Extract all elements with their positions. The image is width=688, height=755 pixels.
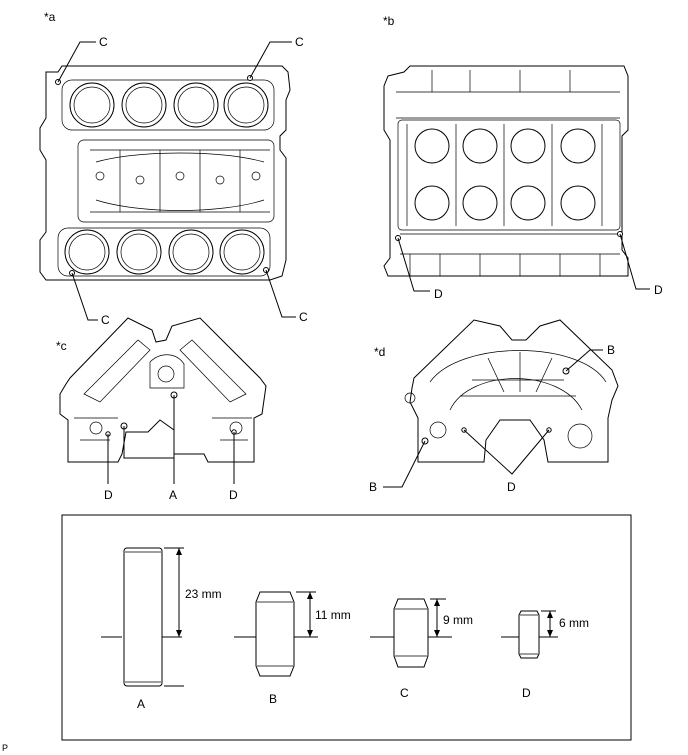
view-d-callout-b-1: B [607, 343, 615, 357]
engine-block-top-view [39, 65, 291, 281]
view-a: *a [39, 10, 308, 327]
pin-c-letter: C [400, 686, 409, 700]
pin-b: 11 mm B [234, 591, 351, 706]
pin-a-letter: A [137, 697, 145, 711]
pin-a-length: 23 mm [185, 587, 222, 601]
view-b-tag: *b [383, 14, 395, 28]
view-d: *d B B D [369, 319, 619, 494]
pin-d: 6 mm D [501, 610, 589, 700]
pin-a: 23 mm A [101, 547, 222, 711]
view-a-callout-c-3: C [101, 313, 110, 327]
view-b-callout-d-1: D [434, 287, 443, 301]
view-b-callout-d-2: D [654, 283, 663, 297]
figure-code: P [2, 743, 8, 753]
view-c: *c D A D [56, 317, 267, 502]
view-a-tag: *a [44, 10, 56, 24]
view-d-callout-d: D [507, 480, 516, 494]
pin-d-length: 6 mm [559, 616, 589, 630]
pin-legend: 23 mm A 11 mm B 9 mm C [61, 514, 632, 741]
view-a-callout-c-1: C [99, 35, 108, 49]
view-a-callout-c-2: C [295, 35, 304, 49]
pin-d-letter: D [522, 686, 531, 700]
view-b: *b D D [383, 14, 663, 301]
view-c-callout-a: A [169, 488, 177, 502]
view-c-callout-d-2: D [229, 488, 238, 502]
pin-c: 9 mm C [370, 598, 473, 700]
view-c-callout-d-1: D [104, 488, 113, 502]
engine-block-rear-view [404, 319, 619, 463]
view-d-tag: *d [374, 345, 385, 359]
pin-b-letter: B [269, 692, 277, 706]
engine-block-front-view [59, 317, 267, 463]
engine-block-bottom-view [383, 65, 629, 277]
pin-legend-frame [61, 514, 632, 741]
pin-b-length: 11 mm [315, 608, 351, 622]
pin-c-length: 9 mm [443, 613, 473, 627]
view-a-callout-c-4: C [299, 310, 308, 324]
view-d-callout-b-2: B [369, 480, 377, 494]
view-c-tag: *c [56, 339, 67, 353]
